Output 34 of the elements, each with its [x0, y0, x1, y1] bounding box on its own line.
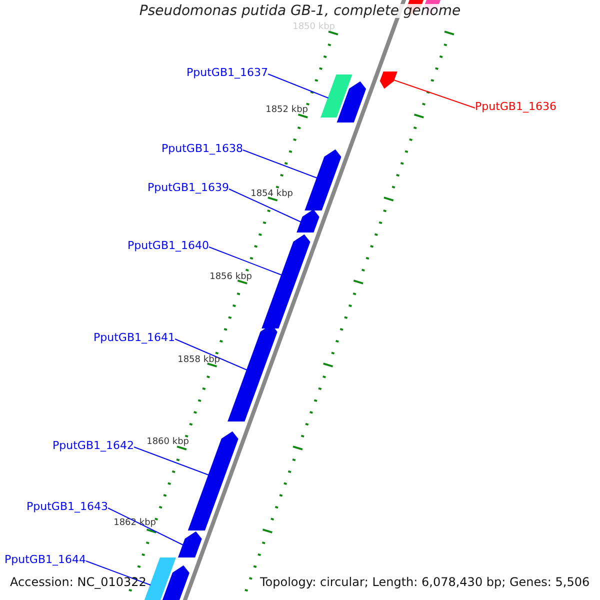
gene-feature — [188, 431, 238, 530]
leader-line — [208, 246, 282, 276]
accession-text: Accession: NC_010322 — [10, 575, 146, 589]
gene-label: PputGB1_1641 — [94, 331, 175, 345]
scale-label: 1854 kbp — [250, 188, 293, 201]
scale-label: 1852 kbp — [266, 104, 308, 117]
gene-label: PputGB1_1637 — [186, 66, 268, 80]
scale-label: 1860 kbp — [146, 436, 189, 449]
gene-label: PputGB1_1639 — [148, 181, 229, 195]
leader-line — [174, 338, 248, 370]
scale-label: 1858 kbp — [178, 354, 220, 367]
scale-label: 1862 kbp — [114, 517, 156, 530]
genome-summary-text: Topology: circular; Length: 6,078,430 bp; Genes: 5,506 — [260, 575, 590, 589]
leader-line — [228, 188, 302, 222]
gene-label: PputGB1_1642 — [52, 439, 134, 453]
scale-label: 1856 kbp — [210, 271, 252, 284]
gene-label: PputGB1_1643 — [26, 500, 108, 514]
gene-feature — [320, 74, 352, 118]
leader-line — [86, 560, 151, 586]
gene-feature — [296, 209, 320, 232]
gene-feature — [380, 72, 398, 89]
gene-feature — [262, 234, 310, 328]
gene-feature — [304, 149, 342, 210]
leader-line — [134, 446, 210, 476]
gene-label: PputGB1_1638 — [162, 142, 243, 156]
gene-label: PputGB1_1640 — [128, 239, 209, 253]
gene-feature — [336, 81, 366, 122]
leader-line — [108, 508, 184, 546]
leader-line — [393, 80, 476, 108]
leader-line — [242, 150, 318, 178]
gene-feature — [178, 531, 202, 558]
leader-line — [268, 74, 329, 98]
gene-label: PputGB1_1636 — [475, 100, 556, 114]
gene-label: PputGB1_1644 — [4, 553, 86, 567]
